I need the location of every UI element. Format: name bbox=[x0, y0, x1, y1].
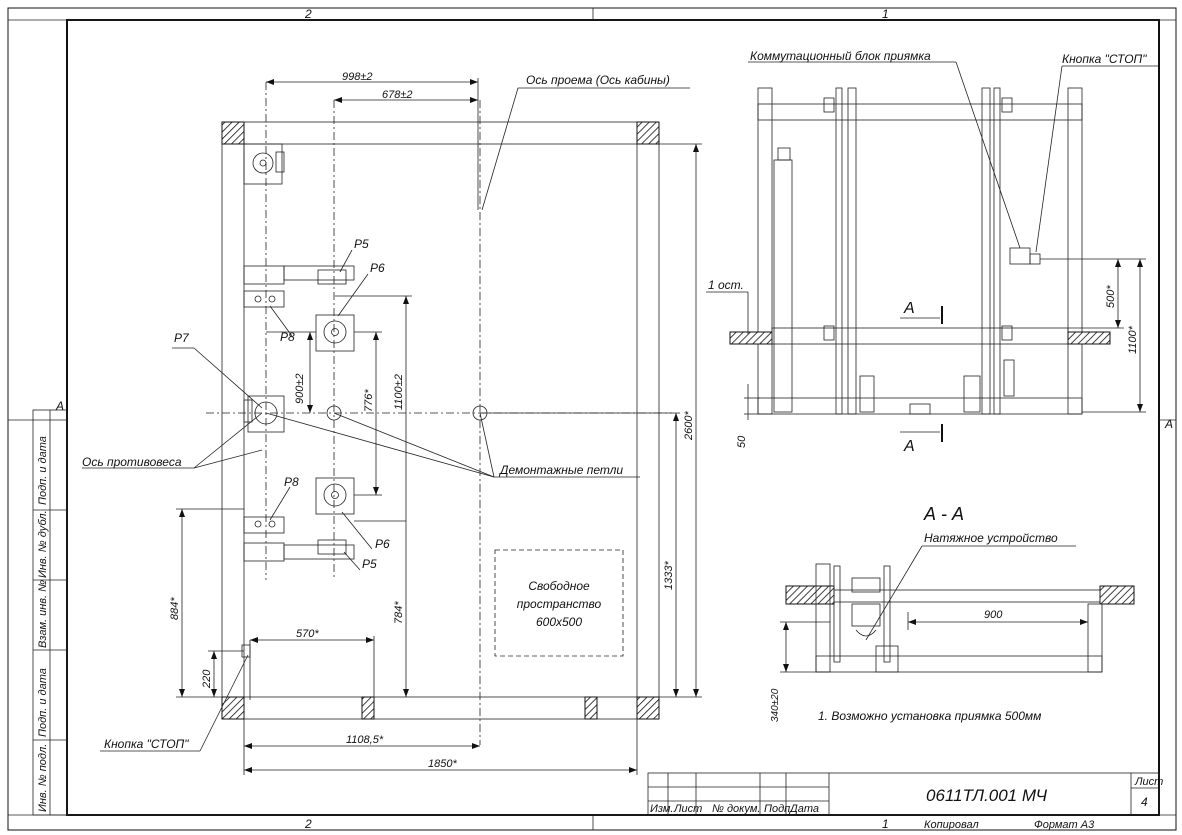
label-switch-block: Коммутационный блок приямка bbox=[750, 49, 931, 63]
section-mark-bottom: А bbox=[903, 438, 915, 455]
label-p5-bottom: Р5 bbox=[362, 557, 377, 571]
plan-view bbox=[82, 78, 702, 775]
tb-sheet-no: 4 bbox=[1141, 795, 1148, 809]
dim-776: 776* bbox=[363, 389, 375, 412]
section-title: А - А bbox=[923, 504, 964, 524]
elevation-view bbox=[706, 61, 1158, 442]
label-p8-bottom: Р8 bbox=[284, 475, 299, 489]
stamp-cell-4: Подп. и дата bbox=[37, 668, 49, 737]
stamp-cell-5: Инв. № подл. bbox=[37, 744, 49, 812]
dim-900: 900±2 bbox=[294, 373, 306, 404]
free-space-line1: Свободное bbox=[528, 579, 590, 593]
stamp-cell-1: Подп. и дата bbox=[37, 436, 49, 505]
label-mount-loops: Демонтажные петли bbox=[498, 463, 623, 477]
label-p6-top: Р6 bbox=[370, 261, 385, 275]
label-stop-button-elev: Кнопка "СТОП" bbox=[1062, 52, 1147, 66]
label-p7: Р7 bbox=[174, 331, 190, 345]
dim-340: 340±20 bbox=[770, 688, 781, 722]
stamp-cell-2: Инв. № дубл. bbox=[37, 510, 49, 578]
section-mark-top: А bbox=[903, 300, 915, 317]
label-axis-opening: Ось проема (Ось кабины) bbox=[526, 73, 670, 87]
dim-678: 678±2 bbox=[382, 89, 413, 101]
section-aa bbox=[780, 545, 1135, 673]
free-space-line2: пространство bbox=[517, 597, 602, 611]
dim-884: 884* bbox=[169, 597, 181, 620]
zone-side-right: A bbox=[1164, 417, 1173, 431]
tb-designation: 0611ТЛ.001 МЧ bbox=[926, 786, 1048, 805]
dim-1100: 1100±2 bbox=[393, 374, 405, 410]
zone-top-left: 2 bbox=[304, 7, 312, 21]
tb-header-sign: Подп. bbox=[764, 803, 793, 815]
dim-1333: 1333* bbox=[663, 561, 675, 590]
zone-side-left: A bbox=[55, 399, 64, 413]
zone-top-right: 1 bbox=[882, 7, 889, 21]
side-stamp bbox=[32, 409, 68, 816]
tb-header-doc: № докум. bbox=[712, 803, 760, 815]
free-space-line3: 600х500 bbox=[536, 615, 582, 629]
label-p5-top: Р5 bbox=[354, 237, 369, 251]
dim-220: 220 bbox=[201, 669, 213, 689]
dim-900-section: 900 bbox=[984, 609, 1003, 621]
section-note: 1. Возможно установка приямка 500мм bbox=[818, 709, 1041, 723]
label-counterweight-axis: Ось противовеса bbox=[82, 455, 182, 469]
label-stop-button-plan: Кнопка "СТОП" bbox=[104, 737, 189, 751]
label-p8-top: Р8 bbox=[280, 330, 295, 344]
tb-header-izm: Изм. bbox=[650, 803, 673, 815]
tb-copied: Копировал bbox=[924, 819, 979, 831]
dim-50: 50 bbox=[736, 435, 748, 448]
dim-998: 998±2 bbox=[342, 71, 373, 83]
title-block bbox=[647, 772, 1160, 816]
tb-header-date: Дата bbox=[788, 803, 819, 815]
label-1-ost: 1 ост. bbox=[708, 278, 744, 292]
label-p6-bottom: Р6 bbox=[375, 537, 390, 551]
zone-bottom-right: 1 bbox=[882, 817, 889, 831]
tb-header-list: Лист bbox=[673, 803, 702, 815]
dim-1850: 1850* bbox=[428, 758, 457, 770]
dim-1108: 1108,5* bbox=[346, 734, 384, 746]
stamp-cell-3: Взам. инв. № bbox=[37, 580, 49, 648]
dim-2600: 2600* bbox=[683, 411, 695, 441]
dim-570: 570* bbox=[296, 628, 319, 640]
dim-500: 500* bbox=[1105, 285, 1117, 308]
dim-1100-elev: 1100* bbox=[1127, 325, 1139, 354]
tb-format: Формат А3 bbox=[1034, 819, 1095, 831]
tb-sheet-label: Лист bbox=[1134, 776, 1163, 788]
label-tensioner: Натяжное устройство bbox=[924, 531, 1058, 545]
dim-784: 784* bbox=[393, 601, 405, 624]
zone-bottom-left: 2 bbox=[304, 817, 312, 831]
